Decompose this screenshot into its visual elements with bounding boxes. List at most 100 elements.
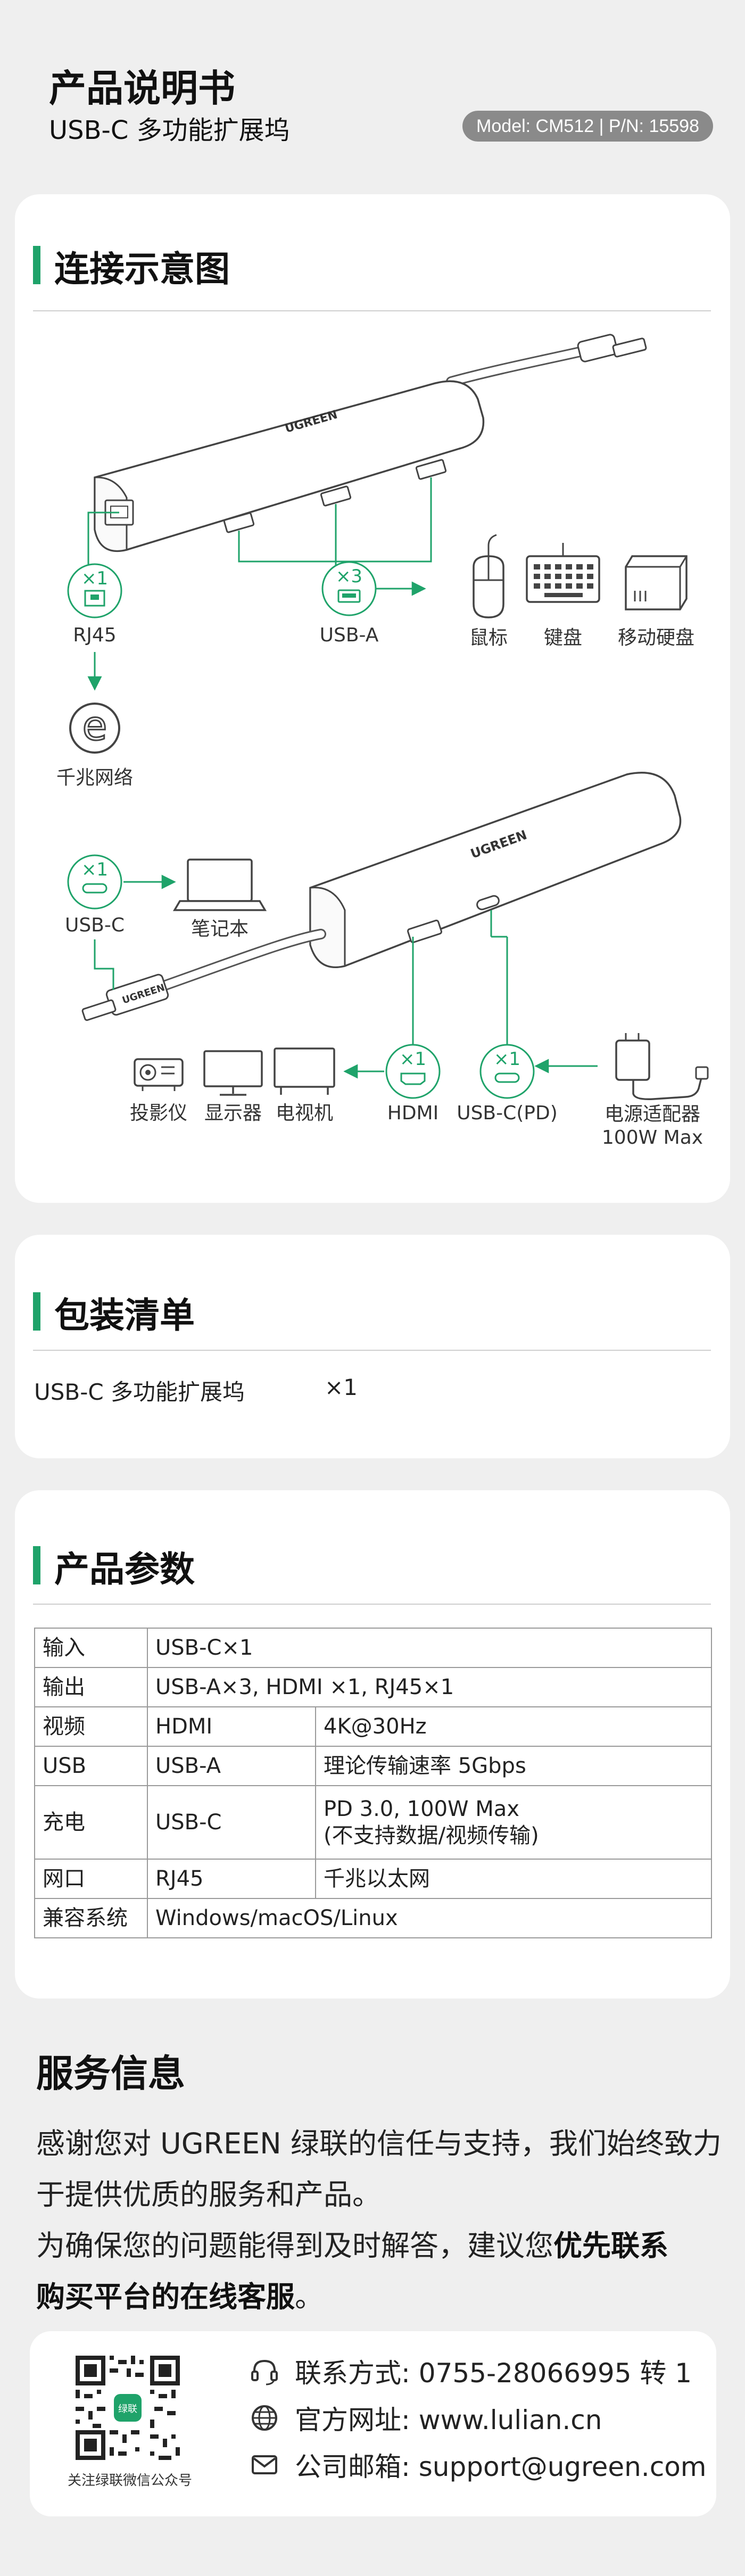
table-row: 输入 USB-C×1 <box>34 1628 712 1668</box>
contact-card: 绿联 关注绿联微信公众号 联系方式: 0755-28066995 转 1 官方网… <box>30 2331 716 2516</box>
usbc-pd-callout: ×1 USB-C(PD) <box>457 910 598 1124</box>
usba-callout: ×3 USB-A <box>320 561 379 646</box>
power-adapter-icon <box>615 1033 709 1101</box>
device-label-keyboard: 键盘 <box>544 627 582 649</box>
package-item-name: USB-C 多功能扩展坞 <box>34 1379 245 1405</box>
contact-phone: 联系方式: 0755-28066995 转 1 <box>295 2358 692 2389</box>
spec-value: Windows/macOS/Linux <box>147 1898 712 1938</box>
display-label-monitor: 显示器 <box>204 1102 262 1124</box>
table-row: 网口 RJ45 千兆以太网 <box>34 1859 712 1899</box>
pd-label: USB-C(PD) <box>457 1102 558 1124</box>
spec-detail: 4K@30Hz <box>315 1706 712 1747</box>
accent-bar <box>33 1546 40 1584</box>
accent-bar <box>33 246 40 284</box>
usbc-input-callout: ×1 USB-C <box>65 854 176 990</box>
device-label-mouse: 鼠标 <box>469 627 508 649</box>
service-paragraph-2: 为确保您的问题能得到及时解答，建议您优先联系购买平台的在线客服。 <box>36 2220 723 2323</box>
pd-count: ×1 <box>494 1048 520 1070</box>
spec-key: USB <box>34 1746 148 1786</box>
hdmi-label: HDMI <box>387 1102 438 1124</box>
connection-section-title: 连接示意图 <box>33 241 230 292</box>
contact-phone-row[interactable]: 联系方式: 0755-28066995 转 1 <box>249 2352 692 2390</box>
display-label-tv: 电视机 <box>276 1102 333 1124</box>
laptop-label: 笔记本 <box>191 918 249 940</box>
spec-detail: 理论传输速率 5Gbps <box>315 1746 712 1786</box>
specs-card: 产品参数 输入 USB-C×1 输出 USB-A×3, HDMI ×1, RJ4… <box>15 1490 730 1999</box>
spec-value: USB-A×3, HDMI ×1, RJ45×1 <box>147 1667 712 1707</box>
hard-drive-icon <box>625 555 688 610</box>
contact-website-row[interactable]: 官方网址: www.lulian.cn <box>249 2399 602 2437</box>
package-section-title: 包装清单 <box>33 1287 195 1338</box>
usbc-count: ×1 <box>81 859 108 880</box>
usba-count: ×3 <box>336 566 362 587</box>
model-badge: Model: CM512 | P/N: 15598 <box>462 111 713 142</box>
rj45-count: ×1 <box>81 568 108 589</box>
table-row: 充电 USB-C PD 3.0, 100W Max (不支持数据/视频传输) <box>34 1785 712 1860</box>
spec-value: USB-C <box>147 1785 316 1860</box>
wechat-qr-code[interactable]: 绿联 <box>76 2356 180 2460</box>
spec-key: 输出 <box>34 1667 148 1707</box>
network-label: 千兆网络 <box>56 767 133 789</box>
contact-email-row[interactable]: 公司邮箱: support@ugreen.com <box>249 2446 707 2483</box>
spec-detail: PD 3.0, 100W Max (不支持数据/视频传输) <box>315 1785 712 1860</box>
package-title-text: 包装清单 <box>54 1295 195 1336</box>
spec-key: 兼容系统 <box>34 1898 148 1938</box>
headset-icon <box>249 2356 280 2387</box>
connection-card: 连接示意图 UGREEN <box>15 194 730 1203</box>
svg-text:e: e <box>82 702 107 749</box>
projector-icon <box>134 1058 184 1091</box>
ethernet-logo-icon: e <box>69 701 120 754</box>
spec-value: RJ45 <box>147 1859 316 1899</box>
section-divider <box>33 1604 711 1605</box>
tv-icon <box>274 1047 335 1095</box>
mail-icon <box>249 2449 280 2480</box>
connection-title-text: 连接示意图 <box>54 249 230 290</box>
service-emphasis-2: 购买平台的在线客服 <box>36 2280 295 2314</box>
spec-key: 网口 <box>34 1859 148 1899</box>
hub-top-illustration: UGREEN <box>94 334 647 552</box>
laptop-icon <box>172 858 267 911</box>
spec-key: 充电 <box>34 1785 148 1860</box>
adapter-power: 100W Max <box>602 1127 703 1149</box>
spec-detail-note: (不支持数据/视频传输) <box>324 1823 539 1848</box>
spec-value: USB-C×1 <box>147 1628 712 1668</box>
product-subtitle: USB-C 多功能扩展坞 <box>49 115 290 145</box>
mouse-icon <box>473 534 504 618</box>
device-label-hard-drive: 移动硬盘 <box>618 627 694 649</box>
contact-email: 公司邮箱: support@ugreen.com <box>295 2451 707 2482</box>
document-header: 产品说明书 USB-C 多功能扩展坞 Model: CM512 | P/N: 1… <box>0 0 745 192</box>
hdmi-count: ×1 <box>400 1048 426 1070</box>
usbc-label: USB-C <box>65 914 125 936</box>
service-paragraph-1: 感谢您对 UGREEN 绿联的信任与支持，我们始终致力于提供优质的服务和产品。 <box>36 2127 722 2211</box>
spec-detail: 千兆以太网 <box>315 1859 712 1899</box>
qr-code-image <box>76 2356 180 2460</box>
accent-bar <box>33 1292 40 1331</box>
package-item-qty: ×1 <box>325 1374 358 1400</box>
specs-section-title: 产品参数 <box>33 1541 195 1592</box>
spec-value: HDMI <box>147 1706 316 1747</box>
qr-caption: 关注绿联微信公众号 <box>67 2473 192 2489</box>
section-divider <box>33 310 711 311</box>
hdmi-callout: ×1 HDMI <box>343 937 441 1124</box>
globe-icon <box>249 2402 280 2433</box>
spec-key: 输入 <box>34 1628 148 1668</box>
document-title: 产品说明书 <box>49 67 235 110</box>
section-divider <box>33 1350 711 1351</box>
qr-logo-badge: 绿联 <box>118 2404 137 2415</box>
table-row: 视频 HDMI 4K@30Hz <box>34 1706 712 1747</box>
rj45-callout: ×1 RJ45 e 千兆网络 <box>56 511 133 789</box>
connection-diagram: UGREEN ×1 RJ45 e 千兆网络 <box>56 334 709 1149</box>
specs-table: 输入 USB-C×1 输出 USB-A×3, HDMI ×1, RJ45×1 视… <box>34 1628 712 1938</box>
adapter-label: 电源适配器 <box>605 1103 700 1125</box>
service-note: 为确保您的问题能得到及时解答，建议您 <box>36 2229 553 2263</box>
table-row: 输出 USB-A×3, HDMI ×1, RJ45×1 <box>34 1667 712 1707</box>
spec-value: USB-A <box>147 1746 316 1786</box>
specs-title-text: 产品参数 <box>54 1549 195 1590</box>
monitor-icon <box>203 1050 263 1096</box>
rj45-label: RJ45 <box>73 624 116 646</box>
table-row: 兼容系统 Windows/macOS/Linux <box>34 1898 712 1938</box>
usba-label: USB-A <box>320 624 379 646</box>
service-emphasis-1: 优先联系 <box>553 2229 668 2263</box>
spec-key: 视频 <box>34 1706 148 1747</box>
display-label-projector: 投影仪 <box>130 1102 187 1124</box>
